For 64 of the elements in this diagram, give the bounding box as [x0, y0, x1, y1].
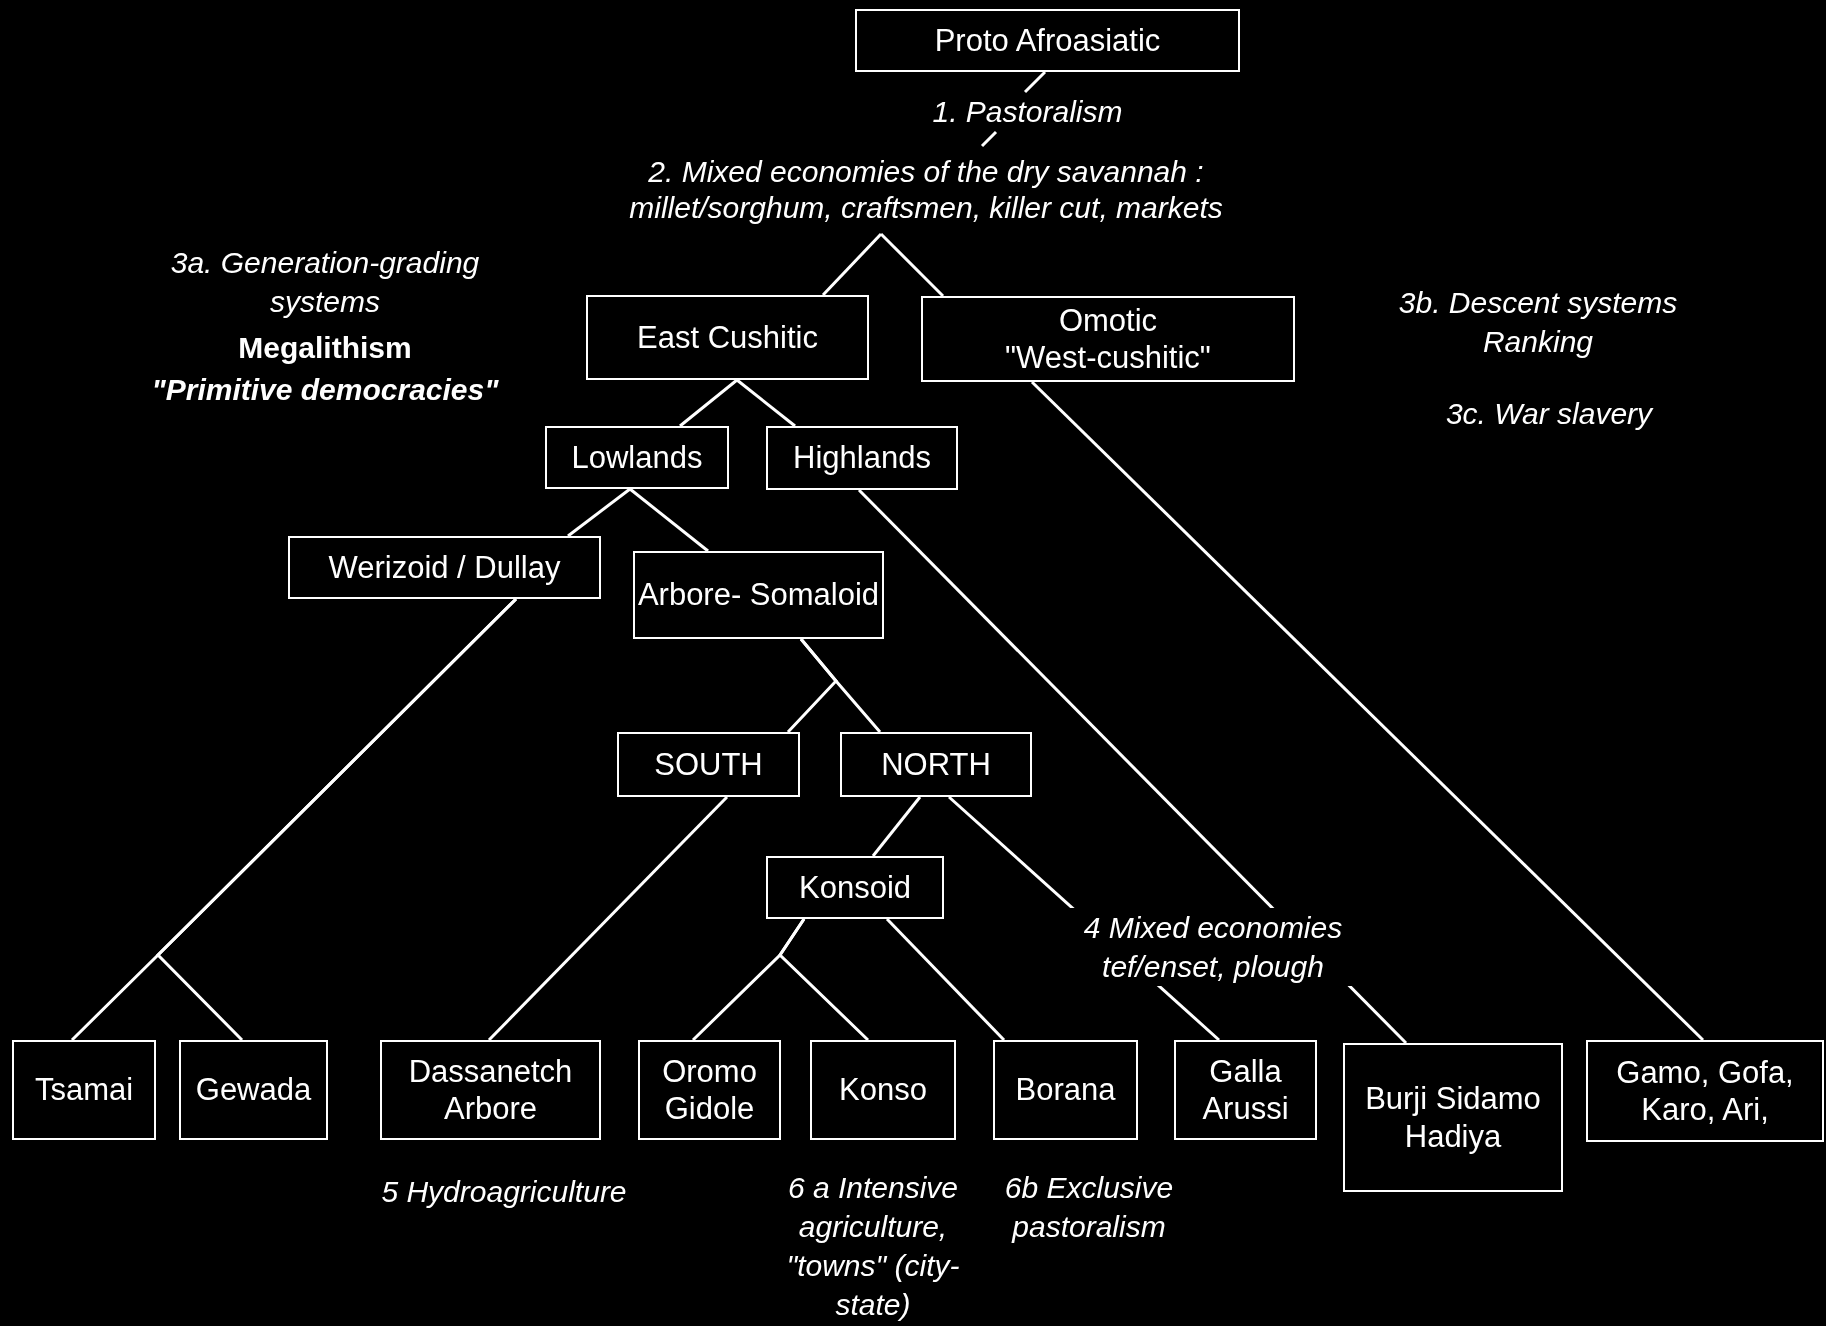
language-box [993, 1040, 1138, 1140]
box-label: Galla Arussi [1201, 1052, 1290, 1128]
language-box [766, 426, 958, 490]
box-label: Omotic [1058, 301, 1158, 339]
language-box [921, 296, 1295, 382]
box-label: NORTH [881, 745, 991, 784]
language-box [1586, 1040, 1824, 1142]
tree-branch-line [980, 130, 998, 148]
annotation-text: Megalithism [237, 330, 413, 366]
box-label: SOUTH [654, 745, 763, 784]
tree-branch-line [1030, 380, 1705, 1042]
box-label: Tsamai [34, 1071, 134, 1109]
box-label: Burji Sidamo Hadiya [1364, 1080, 1542, 1155]
tree-branch-line [155, 597, 518, 1042]
box-label: Gamo, Gofa, Karo, Ari, [1615, 1053, 1795, 1129]
tree-branch-line [567, 487, 631, 538]
annotation-text: 3c. War slavery [1444, 396, 1655, 432]
tree-branch-line [799, 638, 882, 733]
box-label: Lowlands [571, 438, 703, 477]
tree-branch-line [879, 232, 945, 298]
language-box [638, 1040, 781, 1140]
language-box [12, 1040, 156, 1140]
box-label: Oromo Gidole [661, 1052, 758, 1128]
box-label: Proto Afroasiatic [934, 21, 1161, 60]
tree-branch-line [821, 232, 883, 297]
tree-branch-line [679, 378, 738, 428]
language-box [810, 1040, 956, 1140]
stage-note: 6b Exclusive pastoralism [1003, 1170, 1175, 1245]
language-box [586, 295, 869, 380]
annotation-text: "Primitive democracies" [150, 372, 500, 408]
box-label: Arbore- Somaloid [637, 576, 880, 614]
language-box [288, 536, 601, 599]
language-box [1174, 1040, 1317, 1140]
stage-note: 2. Mixed economies of the dry savannah : millet/sorghum, craftsmen, killer cut, markets [628, 154, 1224, 226]
box-label: Highlands [793, 439, 931, 477]
language-box [1343, 1043, 1563, 1192]
box-label: Dassanetch Arbore [407, 1052, 574, 1128]
stage-note: 1. Pastoralism [932, 94, 1123, 130]
tree-branch-line [736, 378, 796, 428]
language-box [380, 1040, 601, 1140]
box-label: Borana [1015, 1071, 1116, 1109]
box-label: Gewada [195, 1071, 312, 1109]
box-label: Werizoid / Dullay [328, 548, 561, 587]
tree-branch-line [629, 487, 709, 553]
annotation-text: 3a. Generation-grading systems [169, 245, 481, 320]
tree-branch-line [885, 917, 1006, 1042]
tree-branch-line [871, 796, 922, 857]
annotation-text: 3b. Descent systems Ranking [1397, 285, 1679, 360]
tree-branch-line [487, 795, 729, 1042]
box-label: Konso [839, 1071, 927, 1109]
box-label: "West-cushitic" [1005, 339, 1211, 377]
box-label: East Cushitic [637, 318, 818, 357]
stage-note: 6 a Intensive agriculture, "towns" (city-state) [785, 1170, 961, 1323]
language-box [855, 9, 1240, 72]
stage-note: 5 Hydroagriculture [380, 1174, 628, 1210]
tree-branch-line [778, 918, 870, 1042]
language-box [840, 732, 1032, 797]
tree-branch-line [1023, 70, 1047, 94]
box-label: Konsoid [799, 868, 911, 907]
language-box [179, 1040, 328, 1140]
language-box [766, 856, 944, 919]
language-box [545, 426, 729, 489]
language-box [617, 732, 800, 797]
language-box [633, 551, 884, 639]
